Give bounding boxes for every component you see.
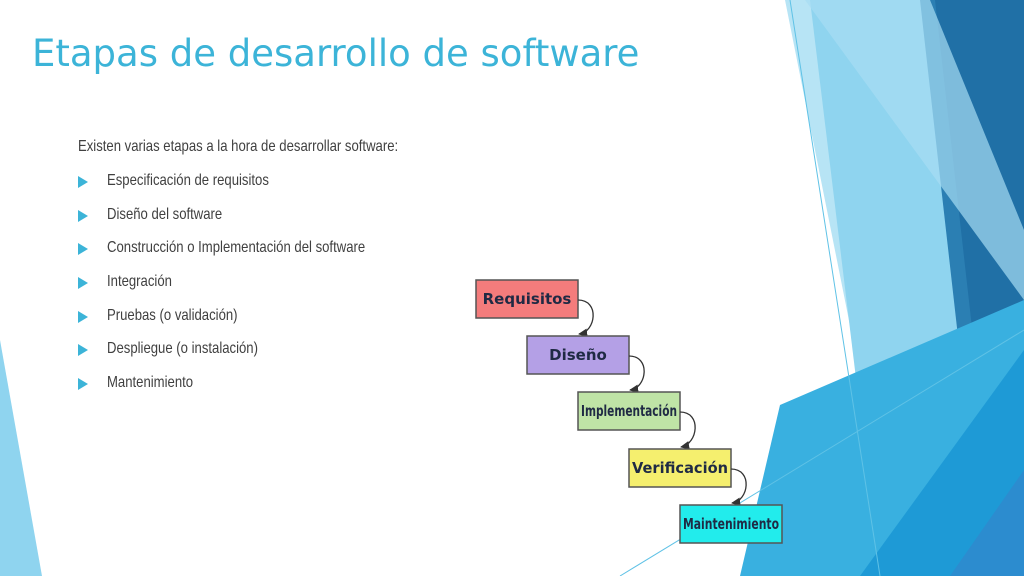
stage-box bbox=[628, 448, 732, 488]
bullet-text: Despliegue (o instalación) bbox=[107, 340, 258, 358]
stage-arrow bbox=[577, 299, 594, 338]
bullet-item: Mantenimiento bbox=[78, 374, 422, 408]
stage-label: Maintenimiento bbox=[683, 515, 779, 533]
bg-shard-6 bbox=[860, 350, 1024, 576]
intro-text: Existen varias etapas a la hora de desar… bbox=[78, 138, 399, 155]
stage-box bbox=[679, 504, 783, 544]
stage-box bbox=[526, 335, 630, 375]
stages-bullet-list: Especificación de requisitos Diseño del … bbox=[78, 172, 422, 408]
bullet-item: Construcción o Implementación del softwa… bbox=[78, 239, 422, 273]
bg-shard-left bbox=[0, 340, 42, 576]
triangle-right-icon bbox=[78, 378, 88, 391]
bullet-item: Diseño del software bbox=[78, 206, 422, 240]
stage-arrow bbox=[679, 411, 696, 451]
triangle-right-icon bbox=[78, 243, 88, 256]
triangle-right-icon bbox=[78, 344, 88, 357]
stage-label: Verificación bbox=[632, 459, 728, 477]
stage-label: Implementación bbox=[581, 402, 677, 420]
stage-arrow bbox=[730, 468, 747, 507]
stage-label: Diseño bbox=[549, 346, 607, 364]
bullet-text: Diseño del software bbox=[107, 205, 223, 223]
stage-label: Requisitos bbox=[483, 290, 572, 308]
bullet-text: Integración bbox=[107, 273, 172, 291]
bullet-item: Integración bbox=[78, 273, 422, 307]
bg-line-1 bbox=[789, 0, 881, 576]
stage-arrow bbox=[628, 355, 645, 394]
triangle-right-icon bbox=[78, 277, 88, 290]
slide-title: Etapas de desarrollo de software bbox=[32, 32, 640, 75]
bullet-item: Especificación de requisitos bbox=[78, 172, 422, 206]
triangle-right-icon bbox=[78, 176, 88, 188]
triangle-right-icon bbox=[78, 310, 88, 323]
bullet-item: Pruebas (o validación) bbox=[78, 307, 422, 341]
bg-shard-7 bbox=[950, 470, 1024, 576]
stage-box bbox=[577, 391, 681, 431]
bullet-text: Especificación de requisitos bbox=[107, 172, 269, 189]
bullet-text: Pruebas (o validación) bbox=[107, 306, 238, 324]
stage-box bbox=[475, 279, 579, 319]
bullet-item: Despliegue (o instalación) bbox=[78, 340, 422, 374]
triangle-right-icon bbox=[78, 209, 88, 222]
bullet-text: Mantenimiento bbox=[107, 374, 194, 392]
bullet-text: Construcción o Implementación del softwa… bbox=[107, 239, 366, 257]
bg-shard-8 bbox=[805, 0, 1024, 300]
